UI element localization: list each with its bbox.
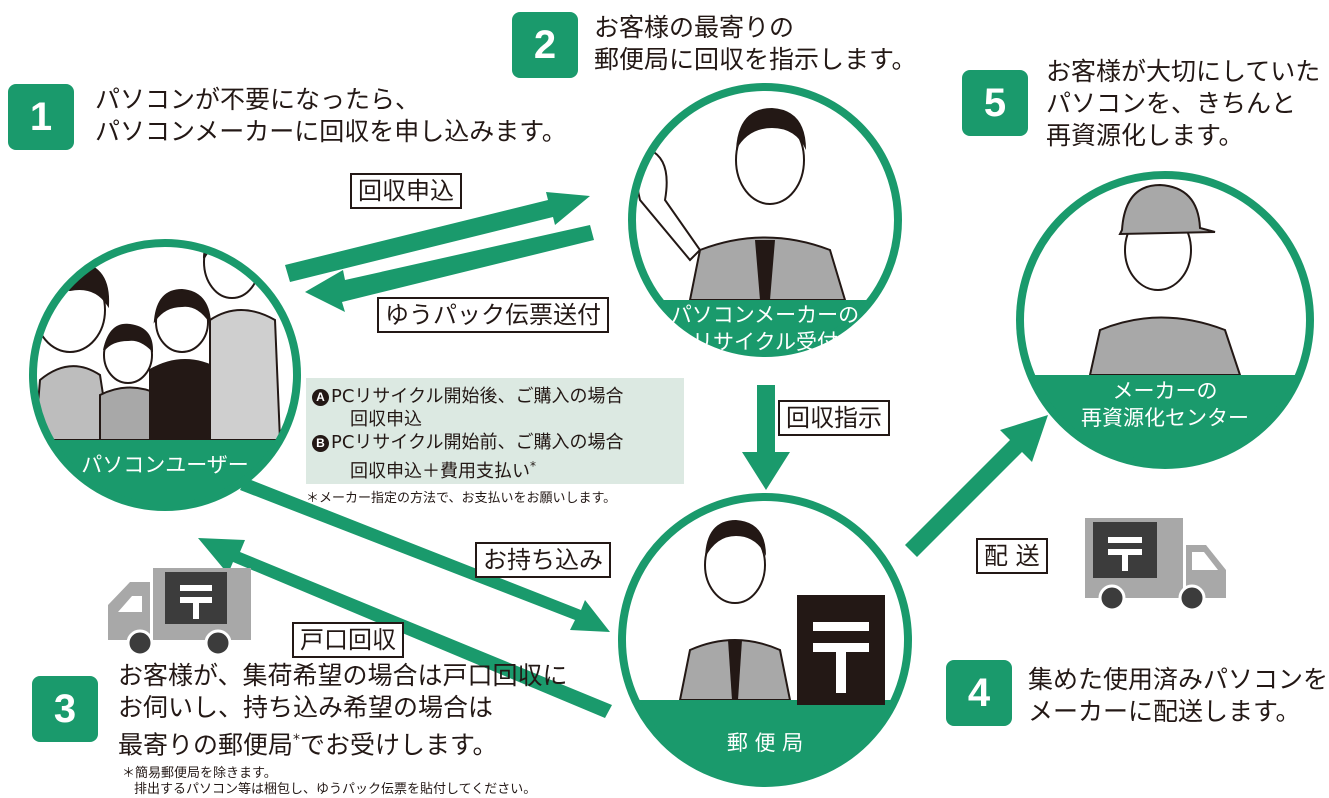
delivery-truck-icon <box>1085 518 1226 612</box>
center-label-line1: メーカーの <box>1112 379 1218 403</box>
step-2-line1: お客様の最寄りの <box>594 13 795 42</box>
note-b-footnote-mark: * <box>530 459 536 473</box>
note-a-mark: A <box>312 389 329 406</box>
step-2-text: お客様の最寄りの 郵便局に回収を指示します。 <box>594 12 917 76</box>
step-3-line3-end: でお受けします。 <box>300 730 498 760</box>
step-3-badge: 3 <box>32 676 98 742</box>
note-b-mark: B <box>312 435 329 452</box>
step-4-badge: 4 <box>946 660 1012 726</box>
note-a-text: PCリサイクル開始後、ご購入の場合 <box>331 386 624 407</box>
note-b-line2-text: 回収申込＋費用支払い <box>350 461 530 482</box>
arrow-door <box>198 538 612 718</box>
arrow-apply <box>285 192 590 282</box>
step-3-text: お客様が、集荷希望の場合は戸口回収に お伺いし、持ち込み希望の場合は 最寄りの郵… <box>118 660 568 761</box>
user-label: パソコンユーザー <box>81 453 249 477</box>
step-1-text: パソコンが不要になったら、 パソコンメーカーに回収を申し込みます。 <box>95 84 567 148</box>
step-1-line2: パソコンメーカーに回収を申し込みます。 <box>95 117 567 146</box>
label-bring: お持ち込み <box>475 542 611 578</box>
label-door: 戸口回収 <box>292 622 404 658</box>
arrow-ship <box>905 415 1048 557</box>
footnote-line2: 排出するパソコン等は梱包し、ゆうパック伝票を貼付してください。 <box>134 782 537 797</box>
arrow-instruct <box>742 385 790 490</box>
step-4-line1: 集めた使用済みパソコンを <box>1028 665 1329 694</box>
center-label: メーカーの 再資源化センター <box>1040 378 1290 432</box>
step-3-footnote-mark: * <box>293 732 301 748</box>
note-b-text: PCリサイクル開始前、ご購入の場合 <box>331 432 624 453</box>
step-5-line3: 再資源化します。 <box>1046 121 1244 150</box>
circle-center <box>1016 171 1314 469</box>
step-3-line2: お伺いし、持ち込み希望の場合は <box>118 693 494 722</box>
step-2-line2: 郵便局に回収を指示します。 <box>594 45 917 74</box>
step-3-line3-text: 最寄りの郵便局 <box>118 730 294 760</box>
label-apply: 回収申込 <box>350 173 462 209</box>
step-3-line3: 最寄りの郵便局*でお受けします。 <box>118 724 568 761</box>
maker-label: パソコンメーカーの リサイクル受付 <box>640 302 890 356</box>
postman-illustration <box>678 520 792 701</box>
step-5-badge: 5 <box>962 70 1028 136</box>
arrow-bring <box>240 478 610 632</box>
label-instruct: 回収指示 <box>778 400 890 436</box>
label-ship: 配 送 <box>976 538 1048 574</box>
step-1-line1: パソコンが不要になったら、 <box>95 85 421 114</box>
step-4-line2: メーカーに配送します。 <box>1028 697 1301 726</box>
note-b-line2: 回収申込＋費用支払い* <box>350 455 536 483</box>
step-5-line2: パソコンを、きちんと <box>1046 89 1297 118</box>
post-label: 郵 便 局 <box>726 731 804 755</box>
maker-label-line2: リサイクル受付 <box>692 330 838 354</box>
step-5-line1: お客様が大切にしていた <box>1046 57 1321 86</box>
reception-man-illustration <box>635 108 847 301</box>
note-footnote: ＊メーカー指定の方法で、お支払いをお願いします。 <box>306 491 617 506</box>
step-2-badge: 2 <box>512 12 578 78</box>
label-slip: ゆうパック伝票送付 <box>377 297 609 333</box>
center-label-line2: 再資源化センター <box>1081 406 1249 430</box>
payment-note-box <box>306 378 684 484</box>
step-3-line1: お客様が、集荷希望の場合は戸口回収に <box>118 661 568 690</box>
step-5-text: お客様が大切にしていた パソコンを、きちんと 再資源化します。 <box>1046 56 1320 152</box>
post-mark-icon <box>797 595 885 705</box>
step-1-badge: 1 <box>8 84 74 150</box>
note-a-line2: 回収申込 <box>350 409 422 430</box>
step-4-text: 集めた使用済みパソコンを メーカーに配送します。 <box>1028 664 1328 728</box>
delivery-truck-icon <box>108 568 251 657</box>
maker-label-line1: パソコンメーカーの <box>670 303 860 327</box>
footnote-line1: ＊簡易郵便局を除きます。 <box>122 766 277 781</box>
circle-user <box>29 239 301 511</box>
arrow-slip <box>305 225 594 312</box>
worker-illustration <box>1088 183 1242 376</box>
